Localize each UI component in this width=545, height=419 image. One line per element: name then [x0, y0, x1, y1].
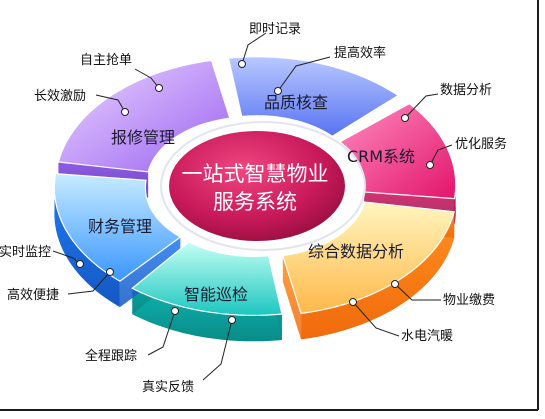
callout-dot-convenient [106, 268, 114, 276]
callout-text-incentive: 长效激励 [34, 89, 86, 104]
callout-text-feedback: 真实反馈 [142, 380, 194, 395]
segment-label-crm: CRM系统 [347, 147, 415, 166]
callout-text-utilities: 水电汽暖 [401, 329, 453, 344]
segment-side-analysis [301, 211, 455, 340]
callout-text-tracking: 全程跟踪 [85, 348, 137, 364]
callout-dot-tracking [171, 307, 179, 315]
segment-side-crm [454, 180, 456, 225]
center-hub-disc [169, 131, 345, 241]
segment-label-analysis: 综合数据分析 [308, 242, 404, 261]
callout-dot-utilities [349, 298, 357, 306]
center-hub: 一站式智慧物业 服务系统 [160, 121, 366, 251]
callout-dot-efficiency [274, 87, 282, 95]
segment-top-repair [57, 59, 231, 173]
callout-text-monitoring: 实时监控 [0, 245, 51, 260]
callout-line-efficiency [277, 56, 331, 92]
segment-top-finance [53, 173, 182, 282]
callout-dot-realtime-record [238, 60, 246, 68]
segment-top-analysis [282, 201, 455, 315]
callout-line-realtime-record [241, 32, 267, 65]
segment-label-quality: 品质核查 [264, 93, 328, 112]
segment-label-finance: 财务管理 [88, 217, 152, 236]
callout-line-incentive [95, 94, 126, 113]
callout-dot-data-analysis [401, 114, 409, 122]
callout-texts: 即时记录 提高效率 数据分析 优化服务 物业缴费 水电汽暖 真实反馈 全程跟踪 … [0, 22, 507, 395]
callout-dot-incentive [121, 108, 129, 116]
segment-label-repair: 报修管理 [111, 128, 175, 147]
callout-text-realtime-record: 即时记录 [249, 22, 301, 37]
callout-text-property-fee: 物业缴费 [443, 293, 495, 308]
callout-dot-property-fee [391, 280, 399, 288]
center-title-line-1: 一站式智慧物业 [182, 162, 329, 186]
callout-dot-feedback [228, 316, 236, 324]
callout-line-optimize-service [429, 144, 453, 166]
callout-dot-monitoring [76, 260, 84, 268]
callout-text-data-analysis: 数据分析 [440, 83, 492, 98]
segment-end-wall-analysis-1 [282, 255, 302, 340]
callout-text-self-order: 自主抢单 [80, 52, 132, 68]
segment-labels: 品质核查 CRM系统 综合数据分析 智能巡检 财务管理 报修管理 [88, 93, 415, 304]
callout-line-data-analysis [404, 93, 439, 119]
callout-dot-self-order [155, 84, 163, 92]
segment-label-patrol: 智能巡检 [184, 285, 248, 304]
callout-dots [76, 60, 434, 324]
callout-line-self-order [134, 68, 160, 89]
segment-top-patrol [131, 241, 283, 316]
center-title-line-2: 服务系统 [213, 190, 297, 214]
callout-text-optimize-service: 优化服务 [455, 136, 507, 152]
callout-text-efficiency: 提高效率 [334, 45, 386, 61]
callout-line-property-fee [394, 283, 441, 301]
callout-text-convenient: 高效便捷 [7, 287, 59, 303]
callout-line-feedback [202, 319, 233, 381]
segment-top-faces [53, 56, 457, 316]
callout-line-tracking [147, 310, 176, 356]
segment-side-finance [54, 183, 120, 308]
segment-top-quality [227, 56, 400, 137]
callout-line-convenient [67, 271, 111, 295]
callout-dot-optimize-service [426, 161, 434, 169]
callout-line-utilities [352, 301, 400, 337]
